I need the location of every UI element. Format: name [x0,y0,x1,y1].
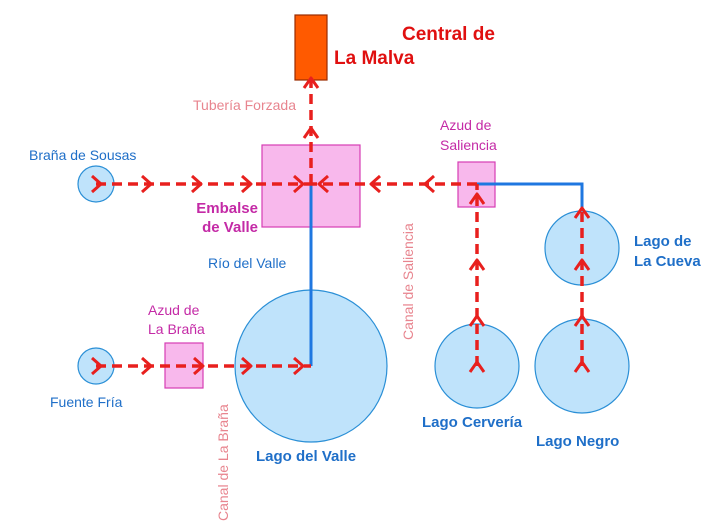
flow-arrow-icon [573,258,591,271]
canal-de-saliencia-label: Canal de Saliencia [400,223,416,340]
tuberia-forzada-label: Tubería Forzada [193,97,296,113]
central-label-line2: La Malva [334,48,415,69]
embalse-label-line2: de Valle [202,219,258,236]
flow-arrow-icon [468,314,486,327]
flow-arrow-icon [573,206,591,219]
rio-del-valle-label: Río del Valle [208,255,287,271]
flow-arrow-icon [468,360,486,373]
azud-brana-label-line2: La Braña [148,321,205,337]
azud-saliencia-label-line2: Saliencia [440,137,497,153]
brana-de-sousas-label: Braña de Sousas [29,147,136,163]
flow-arrow-icon [468,258,486,271]
lago-cueva-label-line1: Lago de [634,233,692,250]
flow-arrow-icon [293,356,305,376]
flow-arrow-icon [91,356,103,376]
flow-arrow-icon [193,356,205,376]
azud-saliencia-label-line1: Azud de [440,117,492,133]
fuente-fria-label: Fuente Fría [50,394,123,410]
lago-negro-label: Lago Negro [536,433,619,450]
central-label-line1: Central de [402,24,495,45]
saliencia-river-line [477,182,584,211]
canal-de-la-brana-label: Canal de La Braña [215,404,231,521]
flow-arrow-icon [302,76,320,89]
flow-arrow-icon [423,174,435,194]
flow-arrow-icon [302,126,320,139]
flow-arrow-icon [573,360,591,373]
flow-arrow-icon [241,356,253,376]
lago-cerveria-label: Lago Cervería [422,414,523,431]
flow-arrow-icon [573,314,591,327]
flow-arrow-icon [141,356,153,376]
flow-arrow-icon [241,174,253,194]
flow-arrows [91,76,591,376]
central-de-la-malva-box [294,14,328,81]
flow-arrow-icon [141,174,153,194]
embalse-label-line1: Embalse [196,200,258,217]
flow-arrow-icon [369,174,381,194]
flow-arrow-icon [293,174,305,194]
flow-arrow-icon [317,174,329,194]
flow-arrow-icon [468,192,486,205]
lago-cueva-label-line2: La Cueva [634,253,701,270]
flow-arrow-icon [191,174,203,194]
azud-brana-label-line1: Azud de [148,302,200,318]
flow-arrow-icon [91,174,103,194]
lago-del-valle-label: Lago del Valle [256,448,356,465]
